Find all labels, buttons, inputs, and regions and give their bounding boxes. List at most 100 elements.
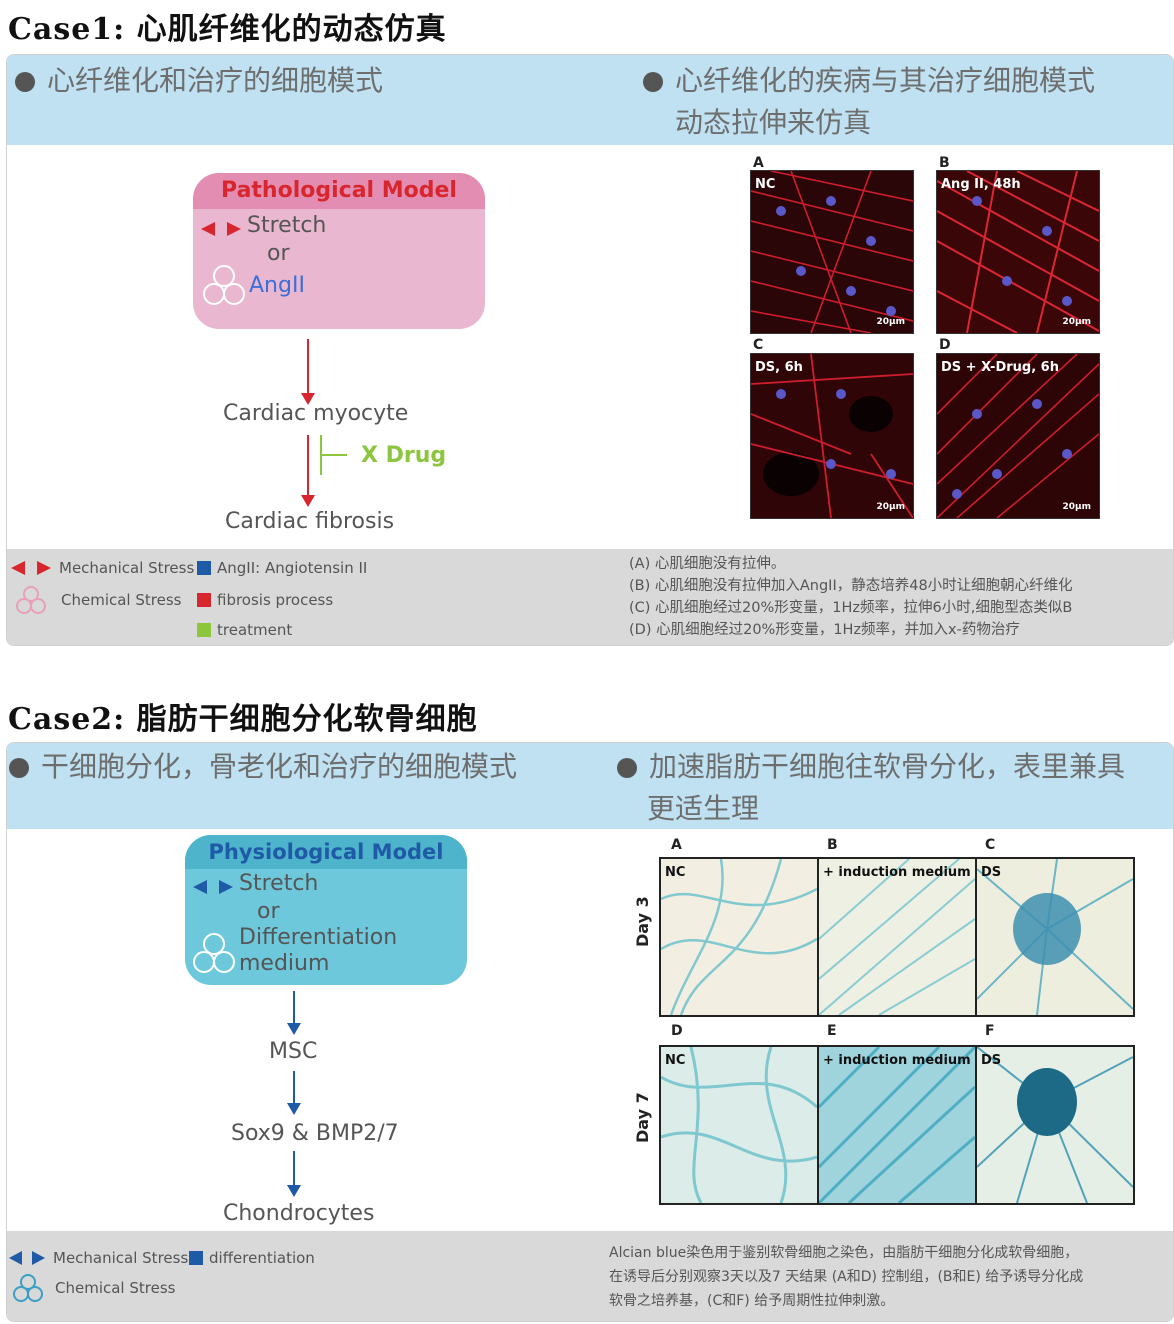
micrograph-day3-ds: DS bbox=[975, 857, 1135, 1017]
physiological-model-title: Physiological Model bbox=[185, 835, 467, 869]
mechanical-stress-icon bbox=[11, 561, 51, 575]
micrograph-ds: DS, 6h 20μm bbox=[750, 353, 914, 519]
case1-header-right: 心纤维化的疾病与其治疗细胞模式 bbox=[643, 59, 1095, 103]
case1-header-right-line2: 动态拉伸来仿真 bbox=[675, 106, 872, 139]
alcian-blue-image bbox=[977, 859, 1133, 1015]
image-letter: F bbox=[985, 1023, 995, 1039]
legend-fibrosis: fibrosis process bbox=[197, 591, 333, 609]
note-line: Alcian blue染色用于鉴别软骨细胞之染色，由脂肪干细胞分化成软骨细胞， bbox=[609, 1245, 1079, 1261]
case2-header: 干细胞分化，骨老化和治疗的细胞模式 加速脂肪干细胞往软骨分化，表里兼具 更适生理 bbox=[7, 743, 1173, 829]
chemical-stress-icon bbox=[193, 933, 235, 973]
alcian-blue-image bbox=[661, 1047, 817, 1203]
image-letter: E bbox=[827, 1023, 837, 1039]
image-label: + induction medium bbox=[823, 865, 971, 880]
green-swatch bbox=[197, 623, 211, 637]
pathological-model-box: Pathological Model Stretch or AngII bbox=[193, 173, 485, 329]
image-letter: D bbox=[671, 1023, 683, 1039]
arrow-down-icon bbox=[301, 339, 315, 405]
case1-title: Case1: 心肌纤维化的动态仿真 bbox=[8, 12, 447, 47]
legend-angii: AngII: Angiotensin II bbox=[197, 559, 367, 577]
image-label: + induction medium bbox=[823, 1053, 971, 1068]
legend-treatment: treatment bbox=[197, 621, 292, 639]
image-label: NC bbox=[665, 1053, 686, 1068]
case2-notes: Alcian blue染色用于鉴别软骨细胞之染色，由脂肪干细胞分化成软骨细胞， … bbox=[609, 1241, 1083, 1313]
model-stretch-label: Stretch bbox=[239, 871, 319, 896]
scale-bar-label: 20μm bbox=[876, 502, 905, 512]
case2-footer: Mechanical Stress differentiation Chemic… bbox=[7, 1231, 1173, 1321]
alcian-blue-image bbox=[977, 1047, 1133, 1203]
scale-bar-label: 20μm bbox=[876, 317, 905, 327]
note-line: (C) 心肌细胞经过20%形变量，1Hz频率，拉伸6小时,细胞型态类似B bbox=[629, 600, 1073, 616]
note-line: (B) 心肌细胞没有拉伸加入AngII，静态培养48小时让细胞朝心纤维化 bbox=[629, 578, 1073, 594]
inhibition-icon bbox=[320, 435, 347, 475]
case2-panel: 干细胞分化，骨老化和治疗的细胞模式 加速脂肪干细胞往软骨分化，表里兼具 更适生理… bbox=[6, 742, 1174, 1322]
note-line: (D) 心肌细胞经过20%形变量，1Hz频率，并加入x-药物治疗 bbox=[629, 622, 1020, 638]
fluorescence-image bbox=[751, 171, 913, 333]
flow-cardiac-myocyte: Cardiac myocyte bbox=[223, 401, 409, 426]
image-label: DS bbox=[981, 865, 1002, 880]
flow-sox9-bmp: Sox9 & BMP2/7 bbox=[231, 1121, 399, 1146]
case2-header-right-line2: 更适生理 bbox=[647, 792, 760, 825]
arrow-down-icon bbox=[287, 1071, 301, 1115]
micrograph-ds-xdrug: DS + X-Drug, 6h 20μm bbox=[936, 353, 1100, 519]
micrograph-day3-nc: NC bbox=[659, 857, 819, 1017]
image-label: DS bbox=[981, 1053, 1002, 1068]
model-angii-label: AngII bbox=[249, 273, 305, 298]
day3-label: Day 3 bbox=[633, 896, 652, 947]
fluorescence-image bbox=[937, 171, 1099, 333]
micrograph-day7-induction: + induction medium bbox=[817, 1045, 977, 1205]
legend-mechanical: Mechanical Stress bbox=[11, 559, 194, 577]
image-label: DS, 6h bbox=[755, 360, 803, 375]
model-medium-label: medium bbox=[239, 951, 330, 976]
note-line: 软骨之培养基，(C和F) 给予周期性拉伸刺激。 bbox=[609, 1293, 895, 1309]
flow-cardiac-fibrosis: Cardiac fibrosis bbox=[225, 509, 395, 534]
scale-bar-label: 20μm bbox=[1062, 317, 1091, 327]
micrograph-day3-induction: + induction medium bbox=[817, 857, 977, 1017]
bullet-icon bbox=[617, 758, 637, 778]
chemical-stress-icon bbox=[16, 586, 46, 614]
model-or-label: or bbox=[257, 899, 280, 924]
case1-panel: 心纤维化和治疗的细胞模式 心纤维化的疾病与其治疗细胞模式 动态拉伸来仿真 Pat… bbox=[6, 54, 1174, 646]
image-letter: D bbox=[939, 337, 951, 353]
day7-label: Day 7 bbox=[633, 1092, 652, 1143]
image-label: NC bbox=[755, 177, 776, 192]
model-or-label: or bbox=[267, 241, 290, 266]
image-letter: C bbox=[753, 337, 764, 353]
red-swatch bbox=[197, 593, 211, 607]
image-letter: A bbox=[753, 155, 764, 171]
micrograph-day7-ds: DS bbox=[975, 1045, 1135, 1205]
fluorescence-image bbox=[751, 354, 913, 518]
flow-chondrocytes: Chondrocytes bbox=[223, 1201, 375, 1226]
micrograph-day7-nc: NC bbox=[659, 1045, 819, 1205]
model-differentiation-label: Differentiation bbox=[239, 925, 398, 950]
micrograph-angii: Ang II, 48h 20μm bbox=[936, 170, 1100, 334]
case1-header: 心纤维化和治疗的细胞模式 心纤维化的疾病与其治疗细胞模式 动态拉伸来仿真 bbox=[7, 55, 1173, 145]
mechanical-stress-icon bbox=[9, 1251, 45, 1265]
legend-mechanical: Mechanical Stress bbox=[9, 1249, 188, 1267]
arrow-down-icon bbox=[301, 435, 315, 507]
chemical-stress-icon bbox=[13, 1274, 43, 1302]
mechanical-stress-icon bbox=[201, 222, 241, 236]
legend-differentiation: differentiation bbox=[189, 1249, 315, 1267]
image-letter: C bbox=[985, 837, 996, 853]
scale-bar-label: 20μm bbox=[1062, 502, 1091, 512]
image-letter: A bbox=[671, 837, 682, 853]
legend-chemical: Chemical Stress bbox=[11, 1273, 175, 1303]
bullet-icon bbox=[15, 72, 35, 92]
alcian-blue-image bbox=[819, 1047, 975, 1203]
x-drug-label: X Drug bbox=[361, 443, 447, 468]
arrow-down-icon bbox=[287, 1151, 301, 1197]
image-label: NC bbox=[665, 865, 686, 880]
case1-notes: (A) 心肌细胞没有拉伸。 (B) 心肌细胞没有拉伸加入AngII，静态培养48… bbox=[629, 553, 1073, 641]
flow-msc: MSC bbox=[269, 1039, 318, 1064]
arrow-down-icon bbox=[287, 991, 301, 1035]
case2-header-left: 干细胞分化，骨老化和治疗的细胞模式 bbox=[9, 745, 517, 789]
note-line: (A) 心肌细胞没有拉伸。 bbox=[629, 556, 786, 572]
chemical-stress-icon bbox=[203, 265, 245, 305]
alcian-blue-image bbox=[819, 859, 975, 1015]
image-letter: B bbox=[827, 837, 838, 853]
pathological-model-title: Pathological Model bbox=[193, 173, 485, 209]
blue-swatch bbox=[189, 1251, 203, 1265]
alcian-blue-image bbox=[661, 859, 817, 1015]
model-stretch-label: Stretch bbox=[247, 213, 327, 238]
